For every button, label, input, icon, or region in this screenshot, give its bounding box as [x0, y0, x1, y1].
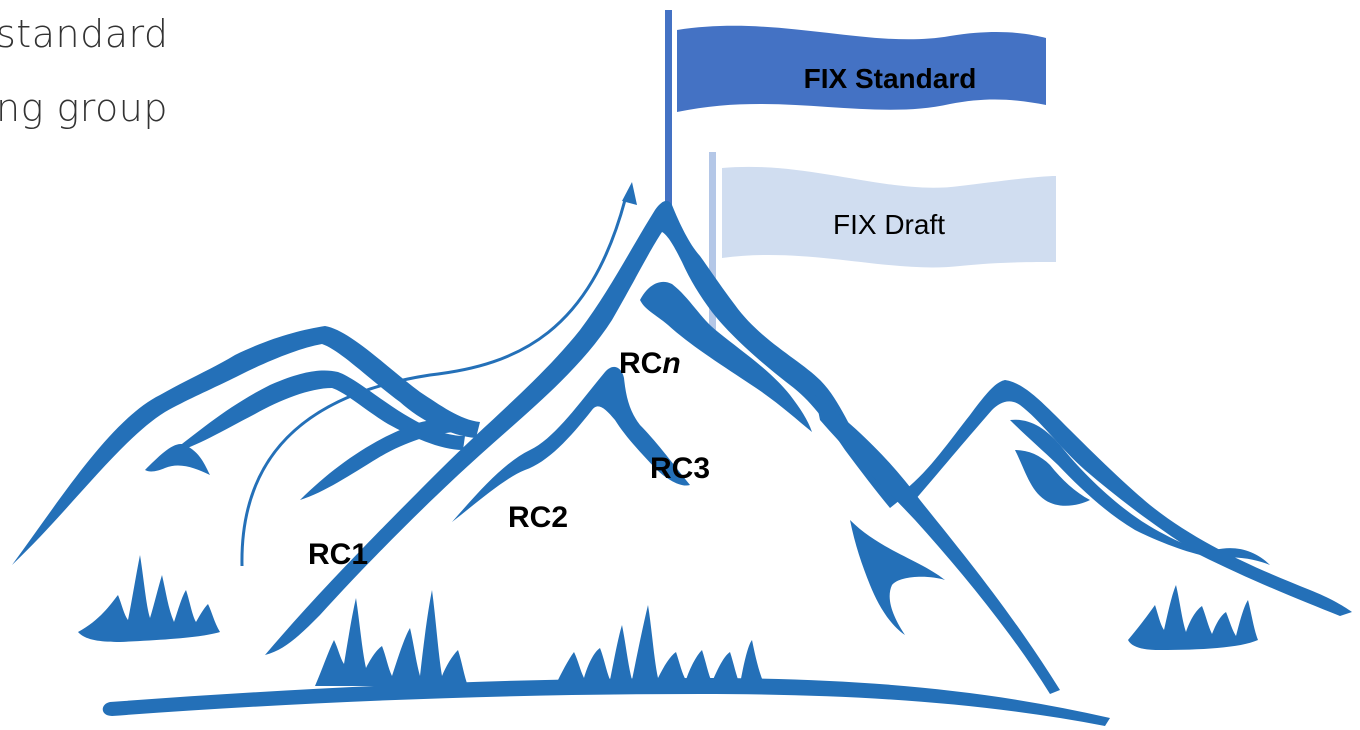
- right-branch-tendril: [850, 520, 945, 635]
- ground-line: [102, 678, 1111, 726]
- partial-text-line-1: standard: [0, 12, 169, 56]
- left-mountain-snow: [145, 444, 210, 475]
- standard-flag-pole: [665, 10, 672, 208]
- stage-label-rc1: RC1: [308, 538, 368, 571]
- grass-tuft-center-left: [315, 590, 468, 686]
- right-mountain-snow: [1215, 548, 1270, 565]
- stage-label-rcn: RCn: [619, 347, 681, 380]
- standard-flag: [677, 25, 1046, 112]
- right-mountain-ridge: [905, 380, 1352, 616]
- draft-flag-label: FIX Draft: [833, 209, 945, 240]
- stage-label-rc2: RC2: [508, 501, 568, 534]
- right-mountain-inner-ridge: [1010, 419, 1215, 558]
- progress-arrow-line: [240, 199, 627, 567]
- grass-tuft-left: [78, 555, 220, 642]
- grass-tuft-center: [555, 605, 766, 688]
- stage-label-rc3: RC3: [650, 452, 710, 485]
- main-peak-ridge: [265, 200, 900, 655]
- draft-flag-pole: [709, 152, 716, 330]
- grass-tuft-right: [1128, 585, 1258, 650]
- left-mountain-inner-ridge: [168, 370, 465, 455]
- lower-left-ridge: [300, 418, 460, 500]
- draft-flag: [722, 166, 1056, 268]
- progress-arrow-head: [622, 182, 637, 205]
- standard-flag-label: FIX Standard: [804, 63, 977, 94]
- main-peak-right-slope: [815, 395, 1060, 694]
- summit-inner-crest: [640, 281, 812, 432]
- right-mountain-inner-fold: [1015, 450, 1090, 506]
- partial-text-line-2: ng group: [0, 86, 169, 130]
- mountains: [12, 200, 1352, 726]
- mid-ridge: [452, 366, 690, 522]
- progress-arrow: [240, 182, 637, 567]
- left-mountain-ridge: [12, 326, 480, 565]
